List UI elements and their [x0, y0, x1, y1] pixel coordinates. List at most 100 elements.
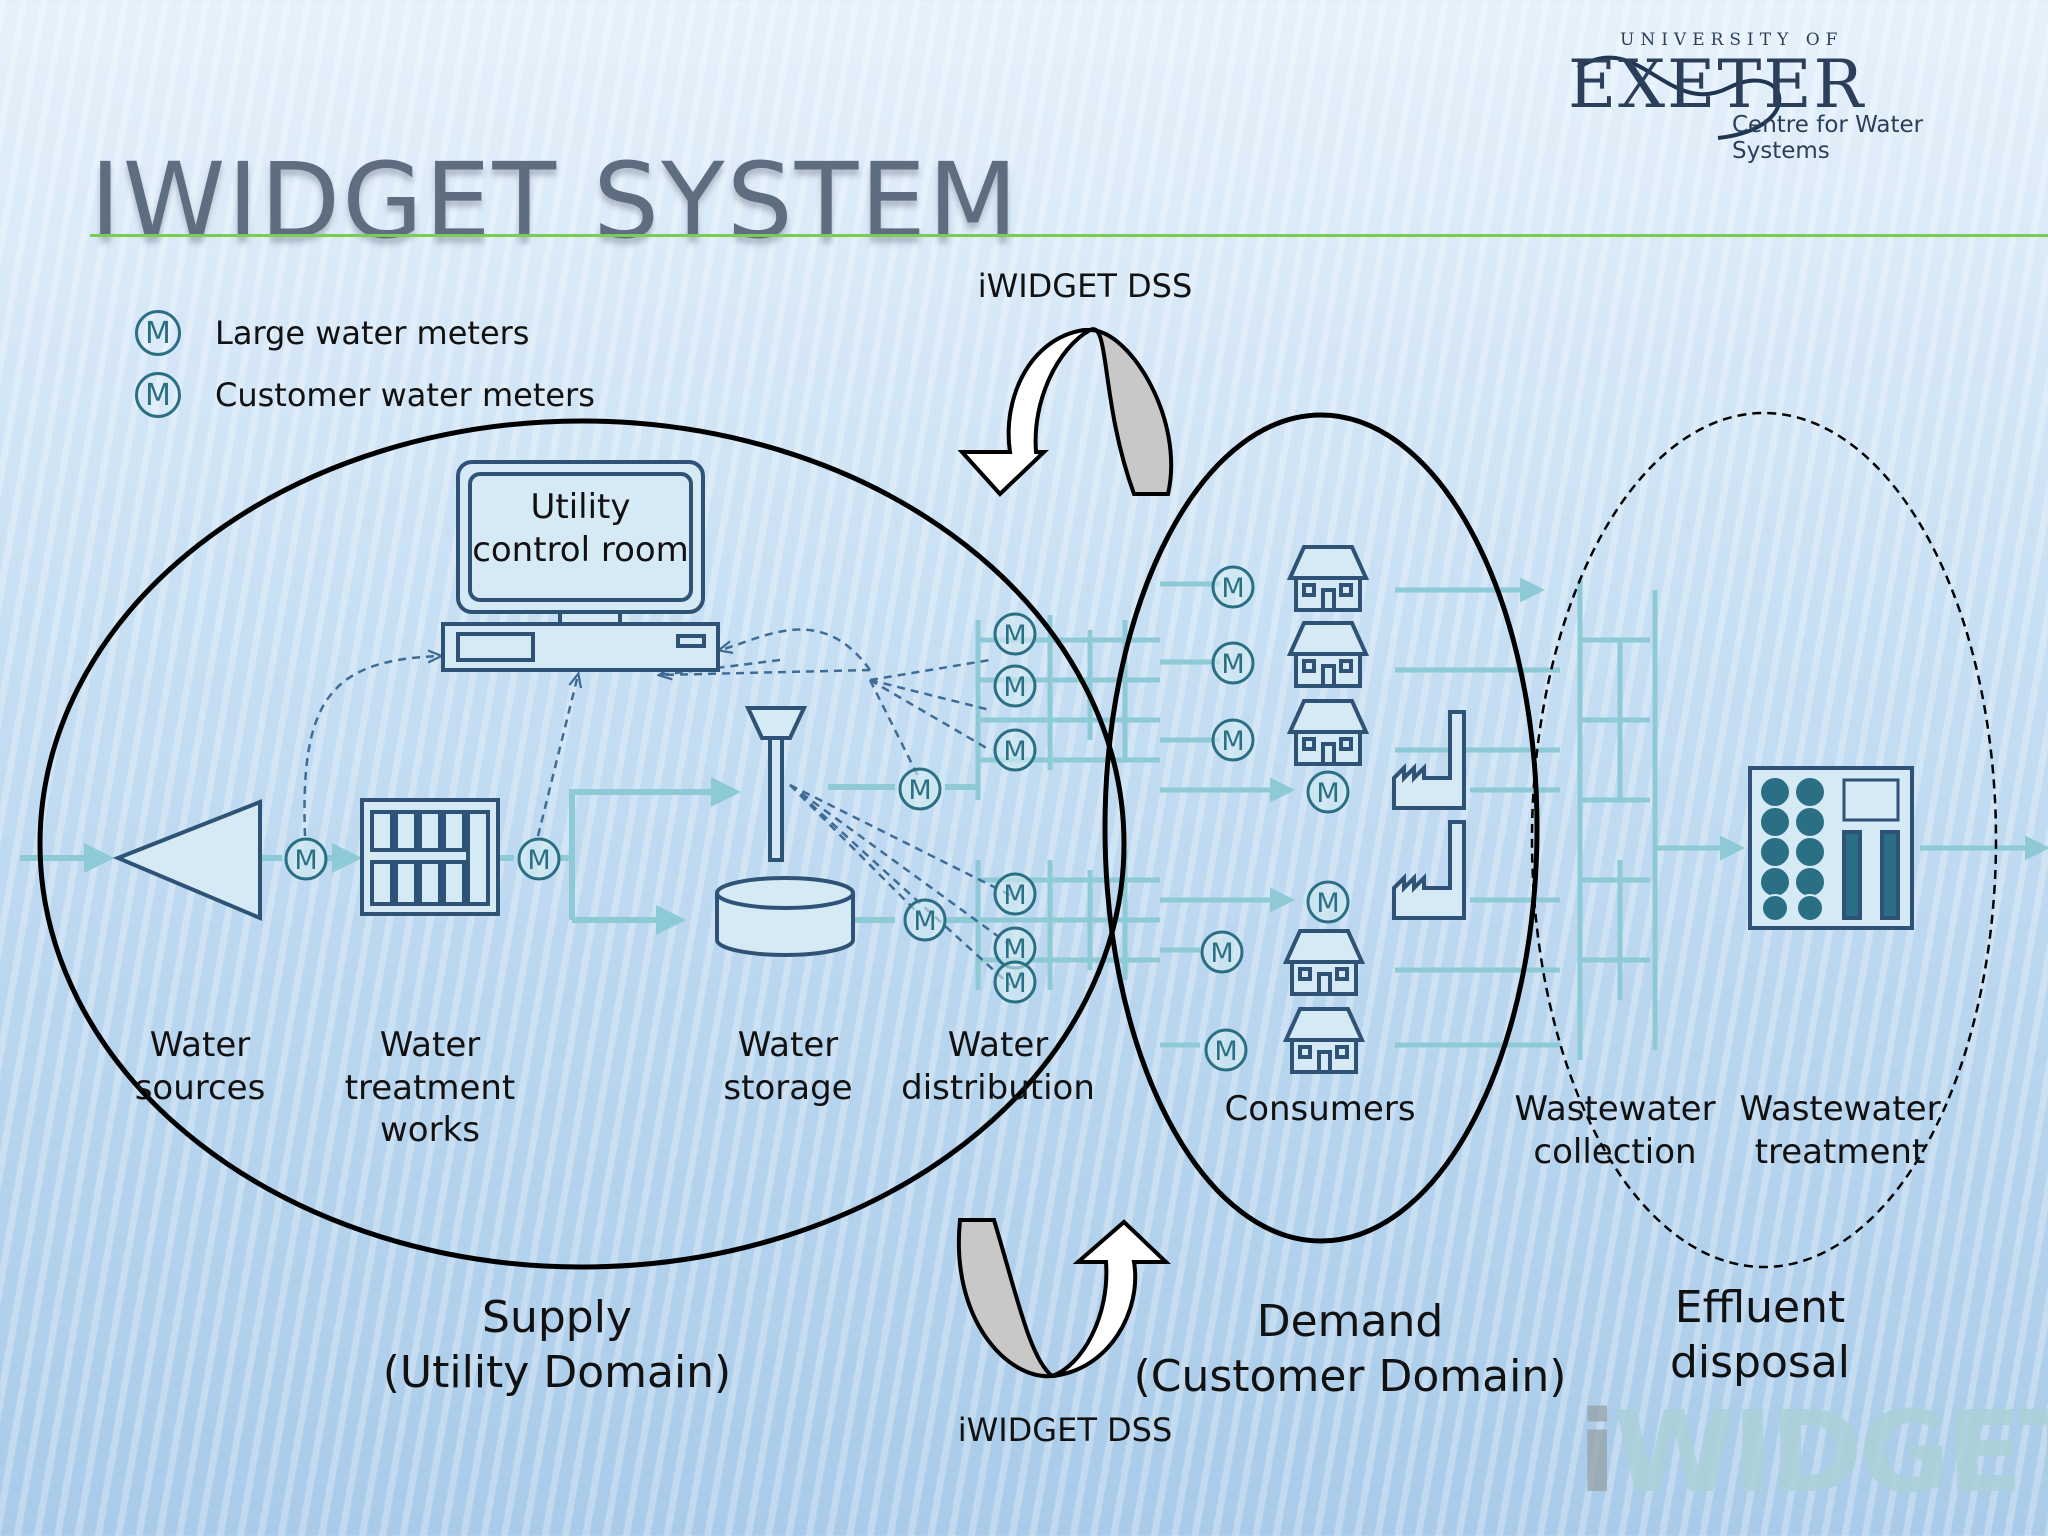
meter-icon [993, 872, 1037, 916]
meter-icon [1211, 565, 1255, 609]
factory-icon [1392, 710, 1466, 810]
stage-label-water-distribution: Water distribution [888, 1024, 1108, 1109]
control-room-label: Utility control room [470, 486, 691, 571]
page-title: IWIDGET SYSTEM [90, 140, 1020, 262]
control-room-label-line1: Utility [530, 487, 631, 527]
factory-icon [1392, 820, 1466, 920]
demand-domain-label: Demand (Customer Domain) [1130, 1294, 1570, 1404]
meter-icon [284, 837, 328, 881]
legend-label: Customer water meters [215, 376, 595, 414]
effluent-domain-label: Effluent disposal [1620, 1280, 1900, 1390]
meter-letter: M [1221, 573, 1244, 604]
meter-letters: M M M M M M M M M M M M M M M M M [294, 573, 1339, 1067]
meter-icon [1211, 641, 1255, 685]
house-icon [1286, 545, 1370, 612]
dss-top-label: iWIDGET DSS [977, 267, 1193, 305]
stage-label-treatment-works: Water treatment works [330, 1024, 530, 1152]
stage-label-line: Wastewater [1739, 1089, 1941, 1129]
meter-markers [284, 565, 1350, 1072]
meter-icon [1306, 880, 1350, 924]
title-rule [90, 234, 2048, 237]
stage-label-line: treatment [1754, 1131, 1926, 1172]
meter-letter: M [1003, 880, 1026, 911]
house-icon [1282, 1007, 1366, 1074]
meter-icon [1306, 770, 1350, 814]
university-logo: UNIVERSITY OF EXETER Centre for Water Sy… [1548, 28, 2028, 164]
domain-label-line: (Utility Domain) [382, 1347, 732, 1398]
meter-icon [1211, 718, 1255, 762]
stage-label-line: storage [723, 1067, 853, 1108]
meter-letter: M [1214, 1036, 1237, 1067]
meter-letter: M [1316, 888, 1339, 919]
meter-letter: M [294, 845, 317, 876]
house-icons [1282, 545, 1370, 1074]
control-room-label-line2: control room [472, 529, 689, 570]
meter-letter: M [1210, 938, 1233, 969]
dss-cycle-bottom-icon [956, 1218, 1171, 1379]
stage-label-line: sources [134, 1067, 266, 1108]
wastewater-network [1395, 577, 2048, 1060]
meter-icon [903, 898, 947, 942]
stage-label-wastewater-collection: Wastewater collection [1505, 1088, 1725, 1173]
house-icon [1282, 929, 1366, 996]
stage-label-line: Water [947, 1025, 1049, 1065]
domain-label-line: (Customer Domain) [1133, 1351, 1567, 1402]
meter-icon [517, 837, 561, 881]
stage-label-line: Wastewater [1514, 1089, 1716, 1129]
stage-label-wastewater-treatment: Wastewater treatment [1730, 1088, 1950, 1173]
supply-domain-outline [37, 418, 1127, 1270]
meter-icon: M [135, 310, 181, 356]
meter-letter: M [1003, 620, 1026, 651]
stage-label-line: Water [379, 1025, 481, 1065]
data-links [303, 628, 1011, 986]
dss-cycle-top-icon [957, 327, 1174, 497]
legend-label: Large water meters [215, 314, 530, 352]
meter-icon [993, 612, 1037, 656]
stage-label-water-sources: Water sources [110, 1024, 290, 1109]
water-source-icon [112, 799, 262, 922]
stage-label-line: Consumers [1224, 1089, 1416, 1129]
meter-letter: M [908, 775, 931, 806]
legend-customer-meters: M Customer water meters [135, 372, 595, 418]
domain-label-line: Supply [482, 1292, 632, 1343]
meter-icon [1204, 1028, 1248, 1072]
meter-letter: M [1003, 968, 1026, 999]
meter-letter: M [1221, 726, 1244, 757]
legend-large-meters: M Large water meters [135, 310, 529, 356]
domain-label-line: Effluent [1674, 1282, 1846, 1333]
dss-bottom-label: iWIDGET DSS [957, 1411, 1173, 1449]
logo-subtitle-text: Centre for Water Systems [1732, 112, 1924, 164]
iwidget-brand-logo: iWIDGET [1578, 1388, 2048, 1518]
meter-letter: M [1003, 672, 1026, 703]
house-icon [1286, 699, 1370, 766]
stage-label-line: works [380, 1110, 480, 1150]
stage-label-water-storage: Water storage [698, 1024, 878, 1109]
meter-icon [1200, 930, 1244, 974]
stage-label-consumers: Consumers [1210, 1088, 1430, 1131]
demand-domain-outline [1102, 412, 1540, 1244]
control-room-computer-icon [441, 460, 720, 672]
logo-university-text: UNIVERSITY OF [1620, 30, 1844, 50]
logo-swoosh-icon [1576, 55, 1782, 140]
house-icon [1286, 621, 1370, 688]
effluent-domain-outline [1530, 411, 1998, 1269]
meter-letter: M [1316, 778, 1339, 809]
domain-label-line: Demand [1256, 1296, 1444, 1347]
meter-icon [993, 960, 1037, 1004]
stage-label-line: Water [737, 1025, 839, 1065]
wastewater-treatment-icon [1748, 766, 1914, 930]
factory-icons [1392, 710, 1466, 920]
logo-name-text: EXETER [1568, 46, 1866, 123]
stage-label-line: Water [149, 1025, 251, 1065]
stage-label-line: treatment [344, 1067, 516, 1108]
water-storage-icon [715, 706, 855, 957]
meter-icon [898, 767, 942, 811]
meter-letter: M [1003, 736, 1026, 767]
meter-letter: M [1221, 649, 1244, 680]
meter-letter: M [913, 906, 936, 937]
stage-label-line: collection [1533, 1131, 1697, 1172]
stage-label-line: distribution [901, 1067, 1095, 1108]
treatment-works-icon [360, 798, 500, 916]
domain-label-line: disposal [1669, 1337, 1851, 1388]
